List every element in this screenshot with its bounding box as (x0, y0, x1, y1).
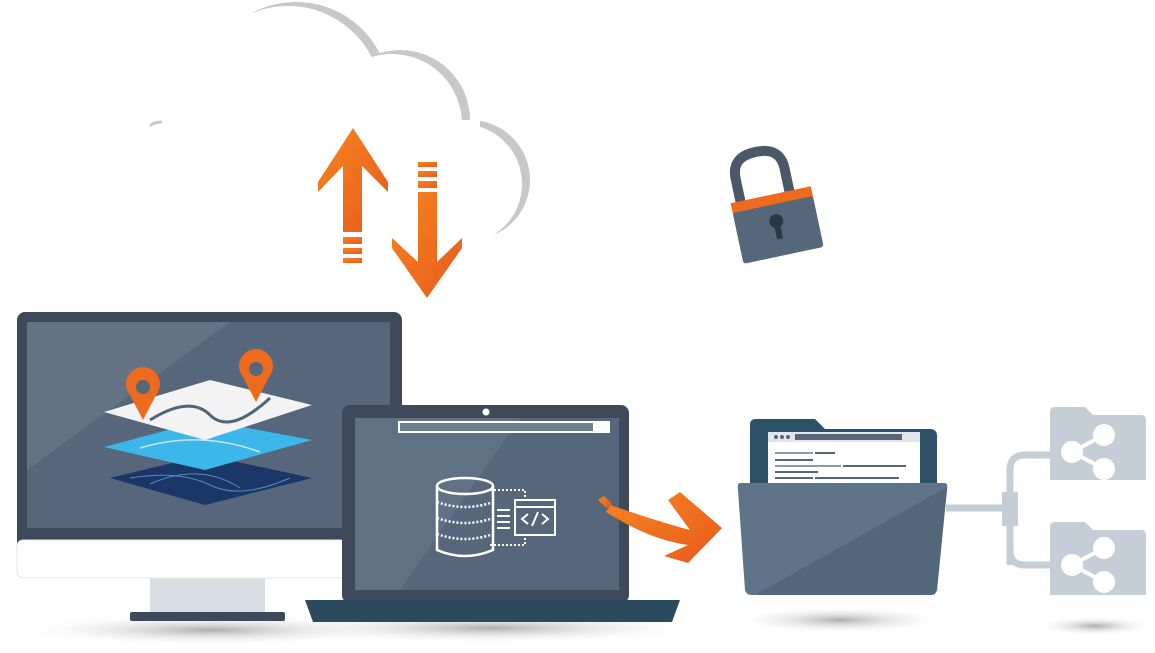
share-connector-lines (946, 451, 1052, 569)
map-pin-icon (126, 367, 161, 420)
share-icon (1061, 424, 1115, 480)
map-layers-icon (104, 380, 312, 505)
ground-shadow (730, 606, 950, 634)
cloud-icon (148, 2, 530, 244)
upload-arrow-icon (318, 128, 388, 263)
laptop (305, 405, 680, 622)
transfer-arrow-icon (598, 492, 722, 563)
database-icon (435, 476, 495, 558)
share-icon (1061, 537, 1115, 593)
code-window-icon (490, 489, 556, 546)
download-arrow-icon (392, 162, 462, 298)
laptop-screen (355, 418, 619, 590)
ground-shadow (1035, 616, 1155, 636)
shared-folder-icon (1050, 522, 1146, 595)
shared-folder-icon (1050, 407, 1146, 480)
desktop-monitor (16, 312, 403, 621)
open-folder-icon (737, 419, 948, 595)
map-pin-icon (239, 349, 273, 402)
padlock-icon (729, 146, 824, 264)
